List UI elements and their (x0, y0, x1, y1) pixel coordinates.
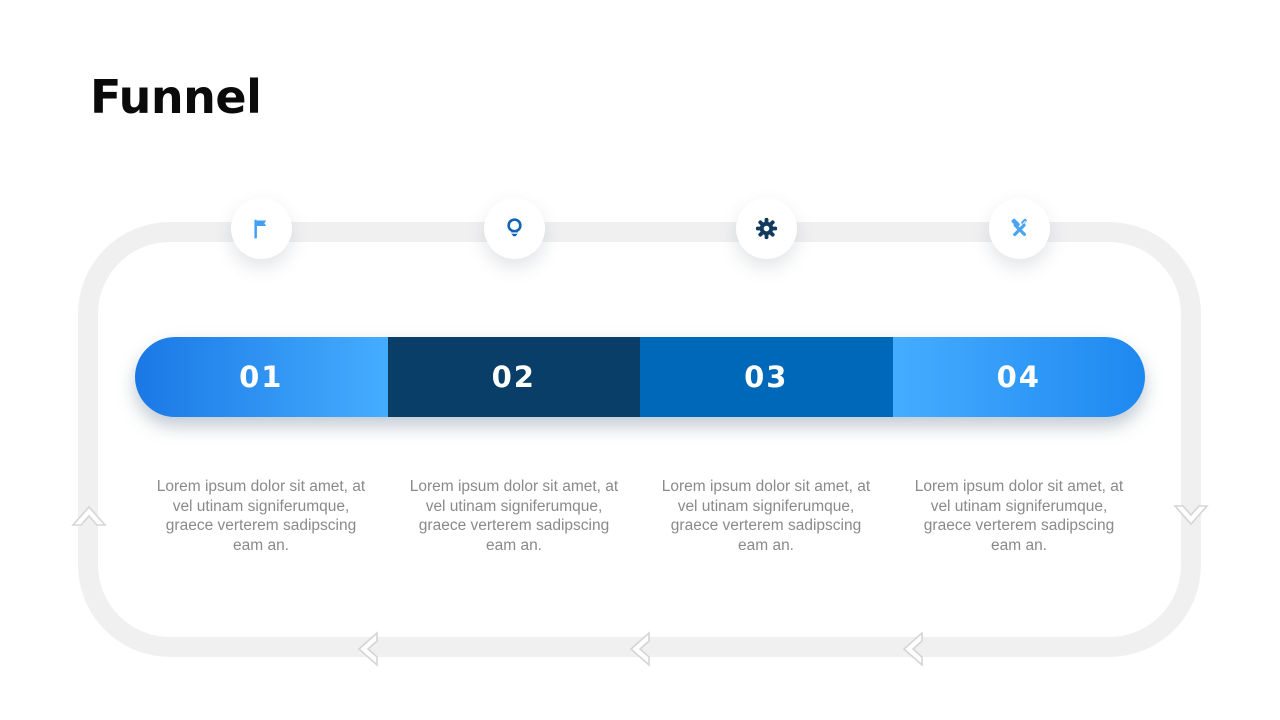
slide-title: Funnel (90, 70, 262, 124)
chevron-up-icon (71, 505, 107, 526)
segment-number: 04 (996, 360, 1041, 394)
step-icon-circle (989, 198, 1050, 259)
funnel-frame (78, 222, 1201, 657)
chevron-left-icon (902, 631, 923, 667)
funnel-segment-01: 01 (135, 337, 388, 417)
funnel-bar: 01 02 03 04 (135, 337, 1145, 417)
step-icon-circle (231, 198, 292, 259)
chevron-down-icon (1173, 505, 1209, 526)
step-description: Lorem ipsum dolor sit amet, at vel utina… (914, 478, 1124, 554)
segment-number: 02 (491, 360, 536, 394)
funnel-segment-04: 04 (892, 337, 1145, 417)
chevron-left-icon (629, 631, 650, 667)
step-description: Lorem ipsum dolor sit amet, at vel utina… (409, 478, 619, 554)
step-icon-circle (484, 198, 545, 259)
gear-icon (755, 217, 778, 240)
funnel-segment-03: 03 (640, 337, 893, 417)
segment-number: 03 (744, 360, 789, 394)
step-description: Lorem ipsum dolor sit amet, at vel utina… (156, 478, 366, 554)
funnel-segment-02: 02 (387, 337, 640, 417)
flag-icon (253, 219, 266, 239)
lightbulb-icon (507, 218, 522, 237)
segment-number: 01 (239, 360, 284, 394)
step-description: Lorem ipsum dolor sit amet, at vel utina… (661, 478, 871, 554)
chevron-left-icon (357, 631, 378, 667)
tools-icon (1011, 218, 1027, 237)
step-icon-circle (736, 198, 797, 259)
